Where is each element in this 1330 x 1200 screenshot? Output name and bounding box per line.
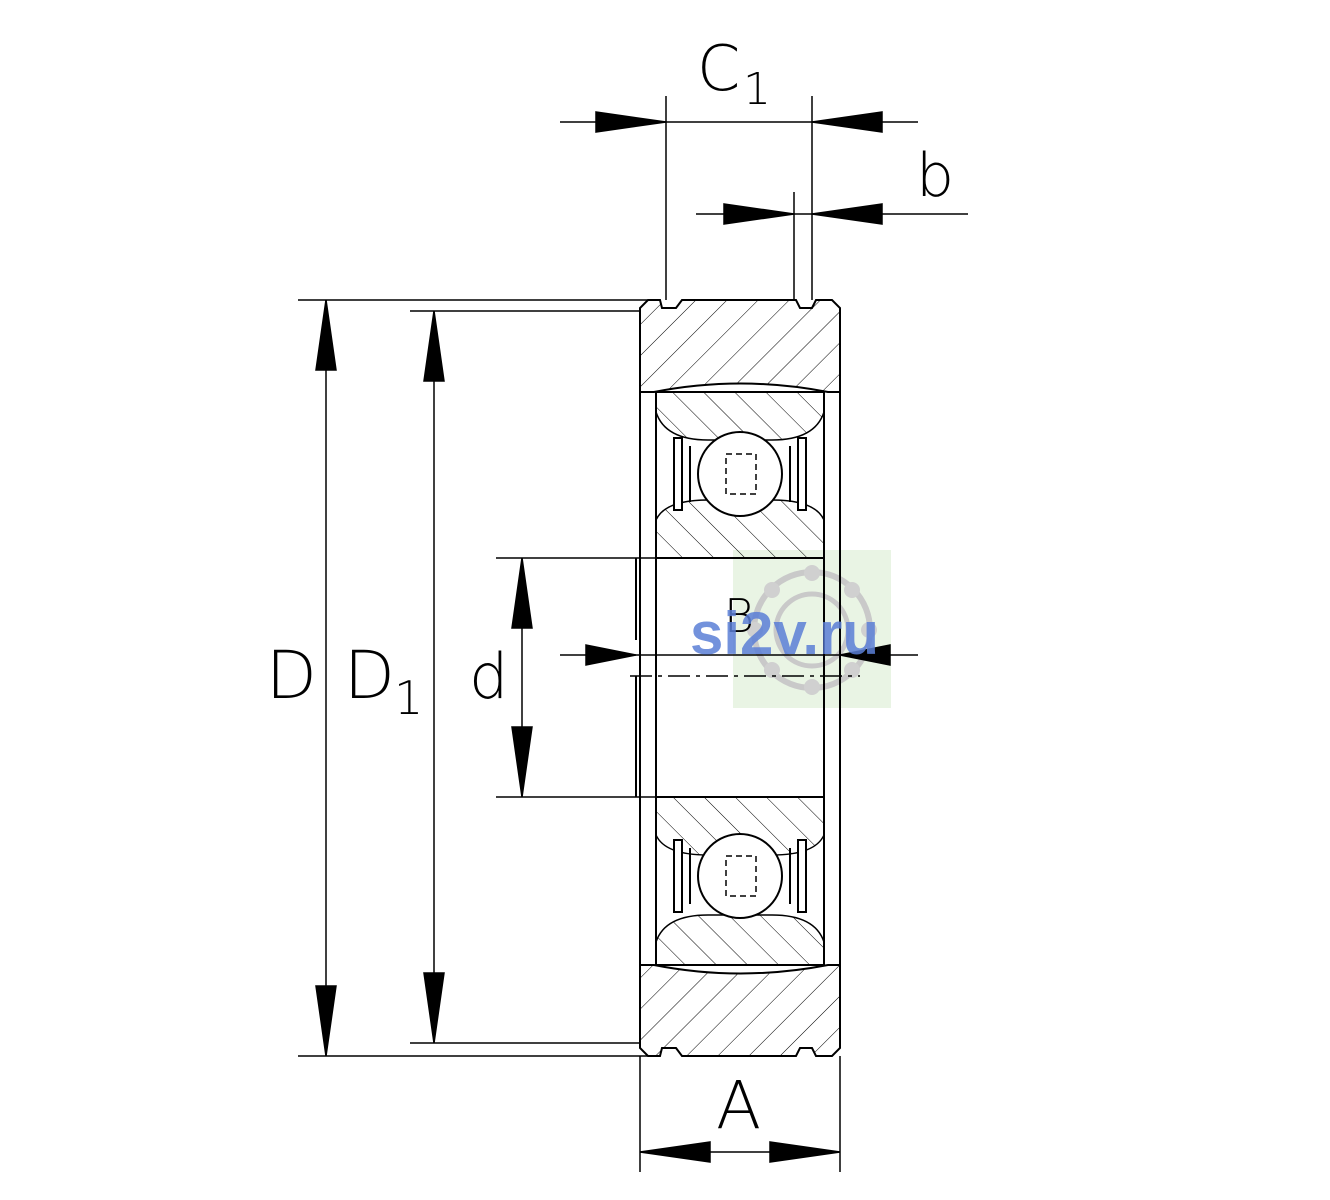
label-a: A bbox=[716, 1067, 761, 1144]
extension-lines bbox=[298, 96, 841, 1172]
dimension-lines bbox=[315, 111, 968, 1163]
label-c1: C bbox=[697, 32, 740, 105]
label-b-width: B bbox=[724, 589, 754, 643]
outer-ring-bottom bbox=[639, 964, 841, 1057]
outer-ring-top bbox=[639, 299, 841, 393]
watermark-logo bbox=[733, 550, 891, 708]
inner-bearing-bottom bbox=[655, 796, 825, 966]
label-c1-subscript: 1 bbox=[743, 64, 771, 115]
label-b: b bbox=[916, 141, 954, 211]
inner-bearing-top bbox=[655, 391, 825, 559]
label-d-outer: D bbox=[266, 637, 317, 714]
label-d1-subscript: 1 bbox=[394, 671, 423, 725]
watermark-text: si2v.ru bbox=[690, 600, 879, 667]
label-d1: D bbox=[344, 637, 395, 714]
label-d-bore: d bbox=[469, 640, 508, 713]
bore-walls bbox=[635, 392, 841, 965]
